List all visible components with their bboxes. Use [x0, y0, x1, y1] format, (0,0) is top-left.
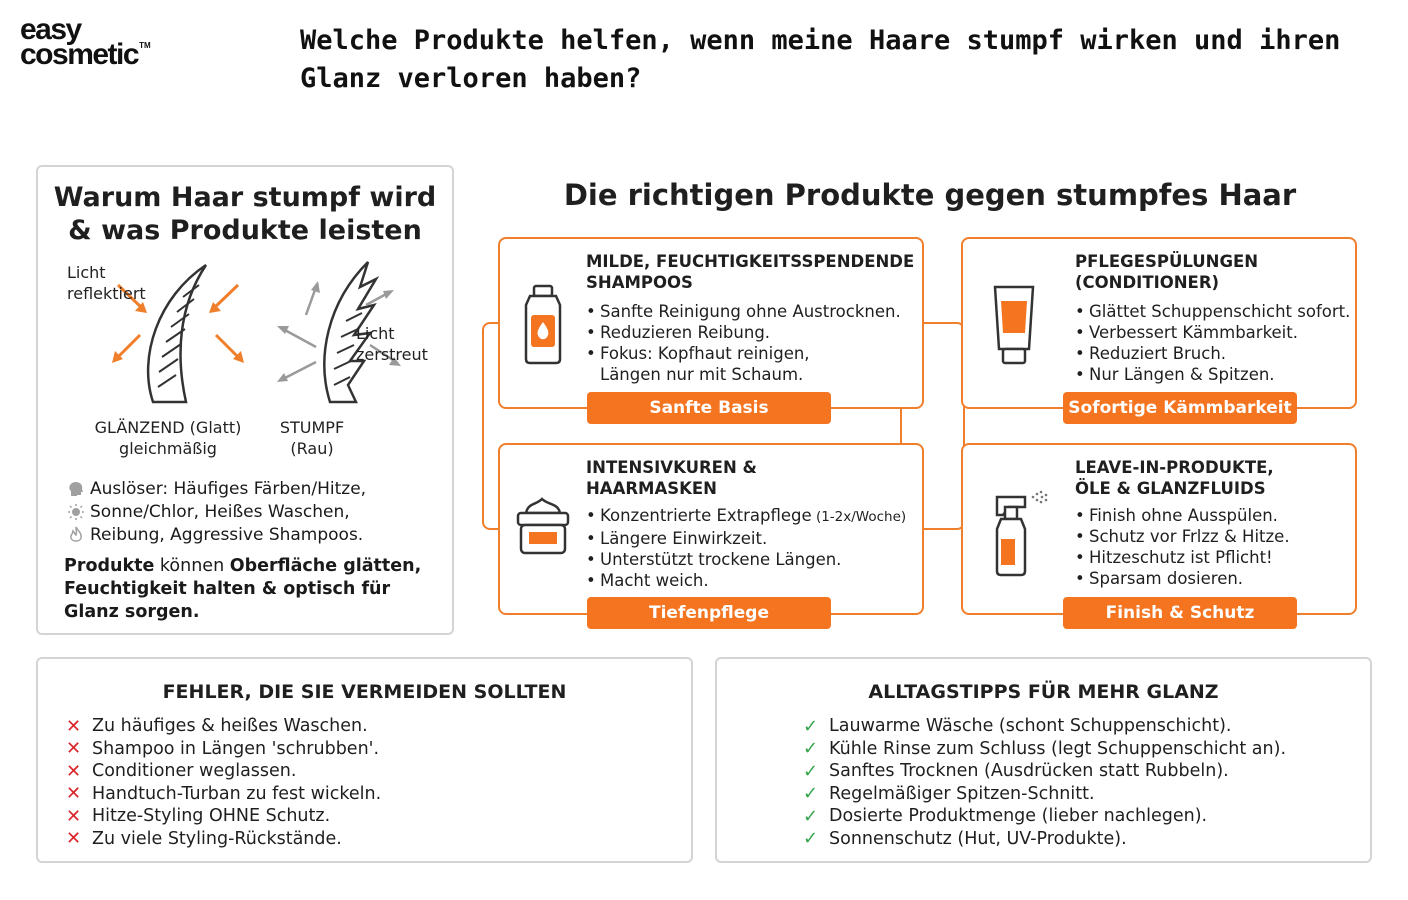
list-item: Macht weich.: [586, 570, 926, 591]
trigger-row: Reibung, Aggressive Shampoos.: [62, 523, 442, 546]
cross-icon: ✕: [66, 783, 82, 805]
label-shiny: GLÄNZEND (Glatt) gleichmäßig: [94, 418, 242, 458]
brand-logo-line1: easy: [20, 13, 82, 46]
tips-title: ALLTAGSTIPPS FÜR MEHR GLANZ: [868, 681, 1219, 703]
cross-icon: ✕: [66, 828, 82, 850]
shiny-hair-icon: [146, 263, 208, 404]
why-panel: Warum Haar stumpf wird & was Produkte le…: [36, 165, 454, 635]
list-item: Fokus: Kopfhaut reinigen,: [586, 343, 926, 364]
card-list: Sanfte Reinigung ohne Austrocknen. Reduz…: [586, 301, 926, 385]
cross-icon: ✕: [66, 760, 82, 782]
list-item: ✕Shampoo in Längen 'schrubben'.: [66, 738, 380, 760]
shampoo-bottle-icon: [524, 284, 562, 365]
check-icon: ✓: [803, 805, 819, 827]
label-dull: STUMPF (Rau): [279, 418, 345, 458]
check-icon: ✓: [803, 828, 819, 850]
list-item: ✓Lauwarme Wäsche (schont Schuppenschicht…: [803, 715, 1232, 737]
list-item: ✕Zu häufiges & heißes Waschen.: [66, 715, 368, 737]
card-title: PFLEGESPÜLUNGEN (CONDITIONER): [1075, 252, 1259, 292]
product-card-conditioner: PFLEGESPÜLUNGEN (CONDITIONER) Glättet Sc…: [961, 237, 1357, 409]
list-item: Längere Einwirkzeit.: [586, 528, 926, 549]
label-light-scattered: Licht zerstreut: [356, 324, 428, 364]
reflected-light-arrows-icon: [112, 283, 244, 363]
list-item: ✕Hitze-Styling OHNE Schutz.: [66, 805, 331, 827]
check-icon: ✓: [803, 715, 819, 737]
badge-finish-schutz: Finish & Schutz: [1063, 597, 1297, 629]
check-icon: ✓: [803, 783, 819, 805]
mask-jar-icon: [516, 497, 570, 555]
cross-icon: ✕: [66, 715, 82, 737]
card-list: Glättet Schuppenschicht sofort. Verbesse…: [1075, 301, 1408, 385]
list-item: Konzentrierte Extrapflege (1-2x/Woche): [586, 505, 926, 528]
trigger-row: Sonne/Chlor, Heißes Waschen,: [62, 500, 442, 523]
tips-list: ✓Lauwarme Wäsche (schont Schuppenschicht…: [803, 715, 1286, 850]
products-title: Die richtigen Produkte gegen stumpfes Ha…: [563, 178, 1297, 212]
list-item: Unterstützt trockene Längen.: [586, 549, 926, 570]
dull-hair-icon: [323, 261, 380, 404]
list-item: Hitzeschutz ist Pflicht!: [1075, 547, 1408, 568]
list-item: ✕Conditioner weglassen.: [66, 760, 297, 782]
head-icon: [62, 480, 90, 498]
list-item: Finish ohne Ausspülen.: [1075, 505, 1408, 526]
product-card-leave-in: LEAVE-IN-PRODUKTE, ÖLE & GLANZFLUIDS Fin…: [961, 443, 1357, 615]
list-item: Verbessert Kämmbarkeit.: [1075, 322, 1408, 343]
list-item-continuation: Längen nur mit Schaum.: [600, 365, 804, 384]
why-title: Warum Haar stumpf wird & was Produkte le…: [38, 181, 452, 247]
summary-text: Produkte können Oberfläche glätten, Feuc…: [64, 556, 422, 622]
tips-panel: ALLTAGSTIPPS FÜR MEHR GLANZ ✓Lauwarme Wä…: [715, 657, 1372, 863]
brand-logo-line2: cosmetic: [20, 37, 140, 71]
cross-icon: ✕: [66, 738, 82, 760]
list-item: Sparsam dosieren.: [1075, 568, 1408, 589]
list-item: ✓Kühle Rinse zum Schluss (legt Schuppens…: [803, 738, 1287, 760]
trigger-list: Auslöser: Häufiges Färben/Hitze, Sonne/C…: [62, 477, 442, 546]
check-icon: ✓: [803, 738, 819, 760]
hair-comparison-illustration: [112, 261, 401, 404]
card-title: MILDE, FEUCHTIGKEITSSPENDENDE SHAMPOOS: [586, 252, 915, 292]
list-item: ✓Sanftes Trocknen (Ausdrücken statt Rubb…: [803, 760, 1229, 782]
badge-sanfte-basis: Sanfte Basis: [587, 392, 831, 424]
cross-icon: ✕: [66, 805, 82, 827]
page-title: Welche Produkte helfen, wenn meine Haare…: [300, 25, 1341, 94]
connector-line-middle: [900, 322, 965, 530]
errors-panel: FEHLER, DIE SIE VERMEIDEN SOLLTEN ✕Zu hä…: [36, 657, 693, 863]
list-item: Glättet Schuppenschicht sofort.: [1075, 301, 1408, 322]
sun-icon: [62, 503, 90, 521]
card-list: Konzentrierte Extrapflege (1-2x/Woche) L…: [586, 505, 926, 591]
brand-trademark: TM: [139, 40, 151, 50]
list-item: Sanfte Reinigung ohne Austrocknen.: [586, 301, 926, 322]
card-title: LEAVE-IN-PRODUKTE, ÖLE & GLANZFLUIDS: [1075, 458, 1274, 498]
product-card-mask: INTENSIVKUREN & HAARMASKEN Konzentrierte…: [498, 443, 924, 615]
check-icon: ✓: [803, 760, 819, 782]
label-light-reflected: Licht reflektiert: [67, 263, 146, 303]
list-item: Schutz vor Frlzz & Hitze.: [1075, 526, 1408, 547]
list-item: ✓Regelmäßiger Spitzen-Schnitt.: [803, 783, 1095, 805]
why-title-line2: & was Produkte leisten: [68, 215, 422, 246]
flame-icon: [62, 526, 90, 544]
errors-title: FEHLER, DIE SIE VERMEIDEN SOLLTEN: [162, 681, 567, 703]
product-card-shampoo: MILDE, FEUCHTIGKEITSSPENDENDE SHAMPOOS S…: [498, 237, 924, 409]
list-item: Reduzieren Reibung.: [586, 322, 926, 343]
badge-tiefenpflege: Tiefenpflege: [587, 597, 831, 629]
why-title-line1: Warum Haar stumpf wird: [53, 182, 437, 213]
card-title: INTENSIVKUREN & HAARMASKEN: [586, 458, 757, 498]
list-item: Nur Längen & Spitzen.: [1075, 364, 1408, 385]
scattered-light-arrows-icon: [277, 281, 401, 382]
list-item: ✓Dosierte Produktmenge (lieber nachlegen…: [803, 805, 1208, 827]
list-item: ✕Zu viele Styling-Rückstände.: [66, 828, 342, 850]
trigger-row: Auslöser: Häufiges Färben/Hitze,: [62, 477, 442, 500]
card-list: Finish ohne Ausspülen. Schutz vor Frlzz …: [1075, 505, 1408, 589]
brand-logo: easy cosmeticTM: [20, 13, 151, 69]
errors-list: ✕Zu häufiges & heißes Waschen. ✕Shampoo …: [66, 715, 381, 850]
badge-sofortige-kaemmbarkeit: Sofortige Kämmbarkeit: [1063, 392, 1297, 424]
list-item: Reduziert Bruch.: [1075, 343, 1408, 364]
list-item: ✕Handtuch-Turban zu fest wickeln.: [66, 783, 382, 805]
list-item: ✓Sonnenschutz (Hut, UV-Produkte).: [803, 828, 1127, 850]
conditioner-tube-icon: [993, 285, 1035, 365]
spray-bottle-icon: [995, 490, 1048, 577]
